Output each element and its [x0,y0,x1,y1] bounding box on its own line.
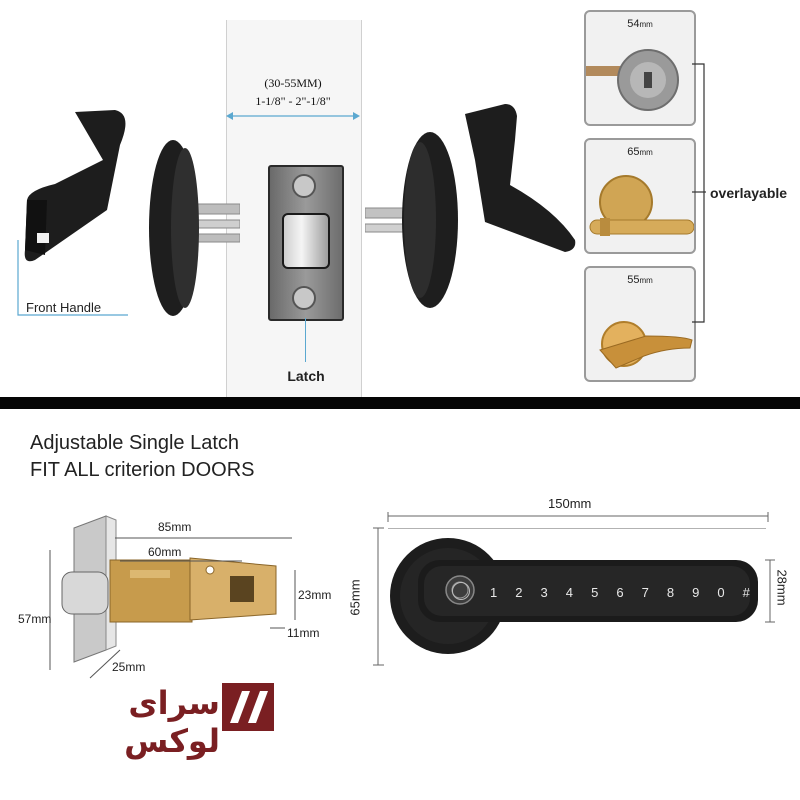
keypad-key: # [742,585,750,600]
keypad-key: 5 [591,585,599,600]
latch-plate-height: 23mm [298,588,332,602]
latch-length-inner: 60mm [148,545,182,559]
overlayable-label: overlayable [710,185,788,201]
keypad-key: 3 [540,585,548,600]
door-thickness-label: (30-55MM) [264,76,322,90]
brand-logo-mark-icon [222,683,274,731]
front-handle-label: Front Handle [26,300,102,315]
screw-icon [292,174,316,198]
fingerprint-icon [452,582,470,600]
option-size-unit: mm [639,276,653,285]
latch-depth: 25mm [112,660,146,674]
keypad-height-label: 28mm [774,569,790,606]
option-size-value: 65 [627,146,640,158]
front-handle-callout-line [17,240,128,316]
option-knob-lock: 54mm [584,10,696,126]
keypad-key: 9 [692,585,700,600]
keypad-key: 4 [565,585,574,600]
option-size-value: 54 [627,18,640,30]
keypad-key: 1 [490,585,498,600]
bottom-title-line2: FIT ALL criterion DOORS [30,459,255,481]
keypad-key: 0 [717,585,725,600]
bottom-title-line1: Adjustable Single Latch [30,432,240,454]
latch-bolt [282,213,330,269]
lever-handle-icon [589,175,694,236]
option-thumb-turn: 55mm [584,266,696,382]
door-thickness-inch-label: 1-1/8" - 2"-1/8" [255,94,331,108]
latch-length-total: 85mm [158,520,192,534]
screw-icon [292,286,316,310]
knob-lock-icon [586,49,679,111]
keypad-key: 7 [641,585,649,600]
latch-height: 57mm [18,612,52,626]
thumb-turn-icon [599,321,693,369]
top-installation-section: (30-55MM) 1-1/8" - 2"-1/8" Front Handle … [17,10,788,398]
latch-callout-line [305,318,306,362]
front-handle-illustration [24,110,240,316]
option-size-unit: mm [639,20,653,29]
keypad-key: 8 [666,585,675,600]
keypad-key: 2 [515,585,523,600]
section-divider [0,397,800,409]
keypad-key: 6 [616,585,624,600]
latch-label: Latch [287,368,325,384]
brand-logo-text: سرای لوکس [124,684,220,760]
keypad: 1 2 3 4 5 6 7 8 9 0 # [490,585,750,605]
latch-assembly-illustration [61,515,277,663]
handle-dimension-lines [373,512,775,666]
latch-dimension-lines [49,537,296,679]
rear-handle-illustration [365,104,576,308]
latch-plate-width: 11mm [287,626,320,640]
option-size-value: 55 [627,274,640,286]
smart-handle-front-view [388,528,766,654]
option-size-unit: mm [639,148,653,157]
option-lever-handle: 65mm [584,138,696,254]
door-thickness-arrow [226,112,360,120]
handle-width-label: 150mm [548,496,592,511]
handle-height-label: 65mm [347,579,363,616]
overlay-bracket [692,63,706,323]
